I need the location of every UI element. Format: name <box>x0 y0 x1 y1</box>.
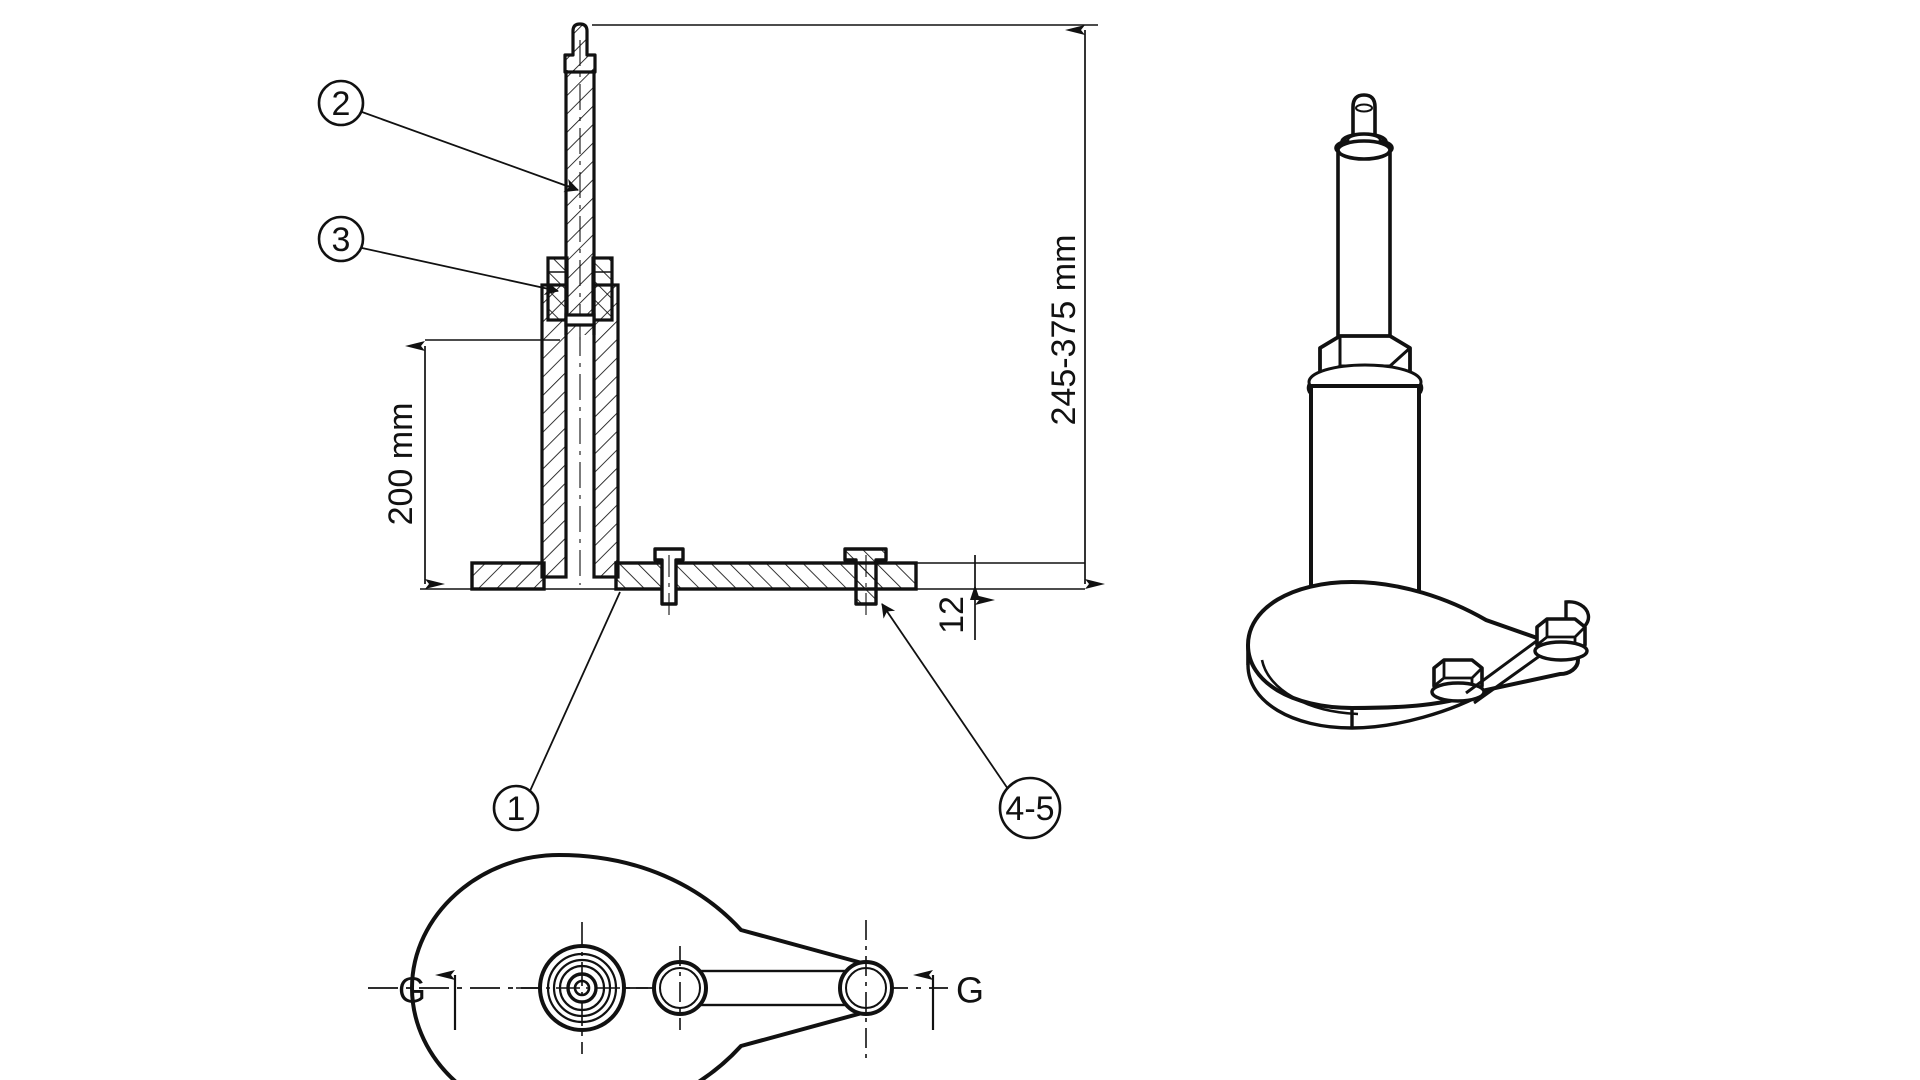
dimension-plate-thickness-text: 12 <box>933 596 971 634</box>
link-hole-right <box>838 920 894 1060</box>
dimension-tube-height-text: 200 mm <box>382 403 420 526</box>
section-marker-left[interactable]: G <box>398 970 457 1031</box>
balloon-3[interactable]: 3 <box>317 215 559 296</box>
iso-bolt-inner <box>1430 658 1486 703</box>
balloon-3-label: 3 <box>332 221 351 259</box>
bolt-middle-section <box>653 547 685 618</box>
link-hole-left <box>652 946 708 1030</box>
dimension-overall-height: 245-375 mm <box>592 24 1105 589</box>
front-section-view: 245-375 mm 200 mm 12 2 3 <box>317 22 1105 840</box>
balloon-2-label: 2 <box>332 85 351 123</box>
section-marker-left-label: G <box>398 970 426 1011</box>
outer-tube-section <box>540 283 620 585</box>
bolt-right-section <box>843 547 888 618</box>
dimension-tube-height: 200 mm <box>382 339 560 589</box>
iso-bolt-outer <box>1533 617 1589 662</box>
balloon-1[interactable]: 1 <box>492 591 621 832</box>
iso-link-bar <box>1465 638 1549 705</box>
iso-upper-tube <box>1336 139 1392 361</box>
dimension-overall-height-text: 245-375 mm <box>1045 235 1083 426</box>
iso-base-plate <box>1245 579 1591 730</box>
base-plate-section <box>420 561 1085 591</box>
section-marker-right[interactable]: G <box>913 970 984 1031</box>
dimension-plate-thickness: 12 <box>933 555 995 640</box>
plan-view: G G <box>368 852 984 1080</box>
balloon-4-5[interactable]: 4-5 <box>881 603 1062 840</box>
central-boss <box>516 922 648 1054</box>
balloon-4-5-label: 4-5 <box>1005 790 1054 828</box>
isometric-view <box>1245 93 1591 730</box>
base-plate-outline <box>409 852 883 1080</box>
section-marker-right-label: G <box>956 970 984 1011</box>
inner-rod-section <box>563 22 597 340</box>
balloon-2[interactable]: 2 <box>317 79 579 193</box>
balloon-1-label: 1 <box>507 790 526 828</box>
